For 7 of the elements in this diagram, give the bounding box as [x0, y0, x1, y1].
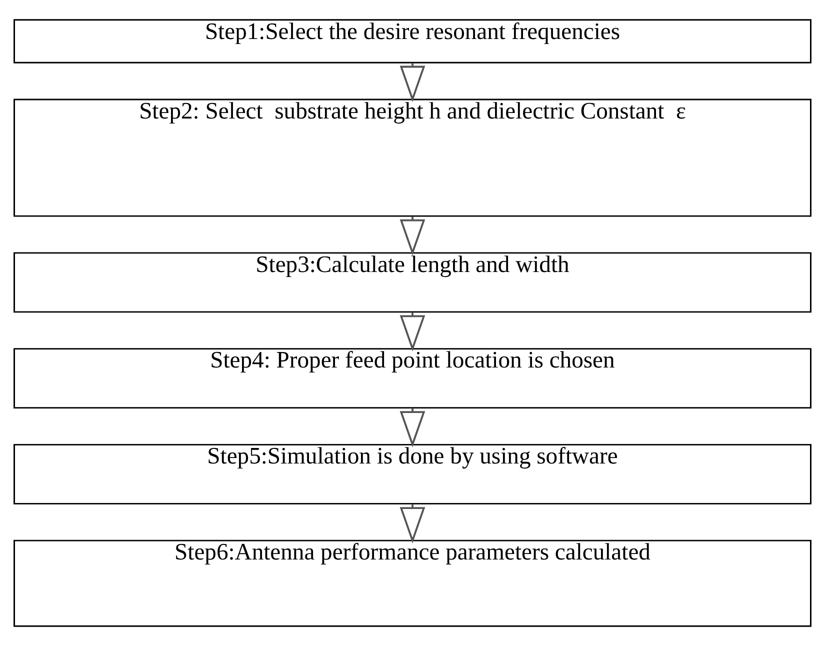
node-box: Step4: Proper feed point location is chosen — [14, 348, 812, 409]
arrow — [400, 63, 426, 102]
node-box: Step3:Calculate length and width — [14, 252, 812, 313]
node-box: Step1:Select the desire resonant frequencies — [14, 19, 812, 64]
node-box: Step2: Select substrate height h and dielectric Constant ɛ — [14, 98, 812, 217]
node-box: Step5:Simulation is done by using software — [14, 444, 812, 504]
node-box: Step6:Antenna performance parameters calculated — [14, 540, 812, 627]
